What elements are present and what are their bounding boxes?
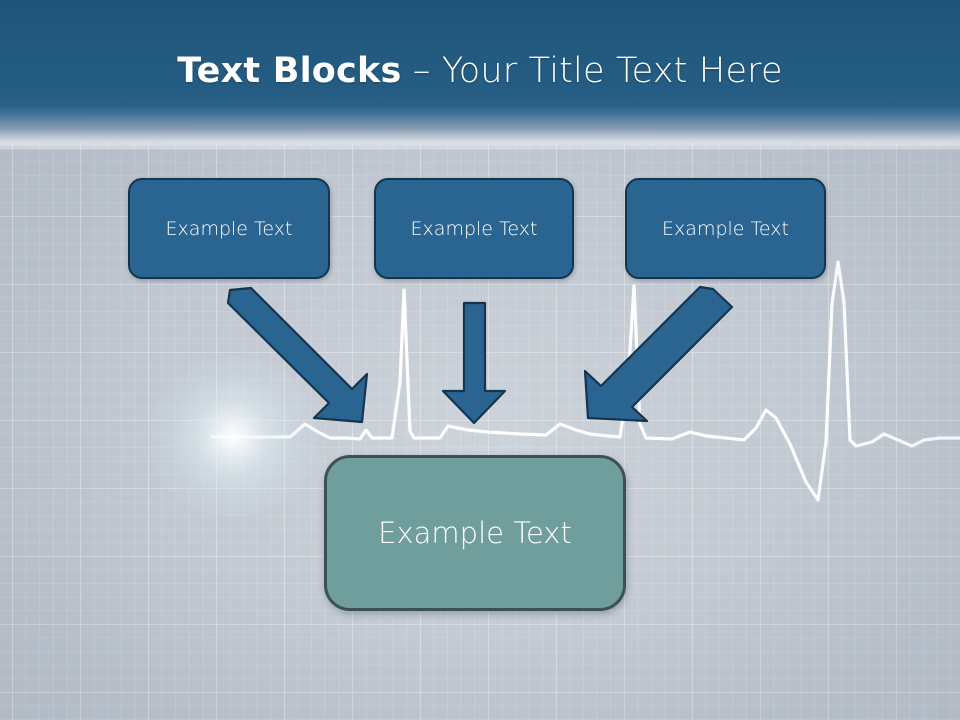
text-block-result-label: Example Text	[378, 516, 572, 550]
header-sheen	[0, 104, 960, 150]
text-block-1-label: Example Text	[165, 217, 293, 240]
page-title: Text Blocks – Your Title Text Here	[0, 50, 960, 92]
text-block-3-label: Example Text	[662, 217, 789, 240]
text-block-2-label: Example Text	[410, 217, 538, 240]
page-title-bold: Text Blocks	[177, 51, 402, 91]
page-title-rest: Your Title Text Here	[441, 51, 783, 91]
page-title-separator: –	[401, 51, 442, 91]
text-block-3[interactable]: Example Text	[625, 178, 826, 279]
text-block-2[interactable]: Example Text	[374, 178, 574, 279]
text-block-result[interactable]: Example Text	[324, 455, 626, 611]
text-block-1[interactable]: Example Text	[128, 178, 330, 279]
